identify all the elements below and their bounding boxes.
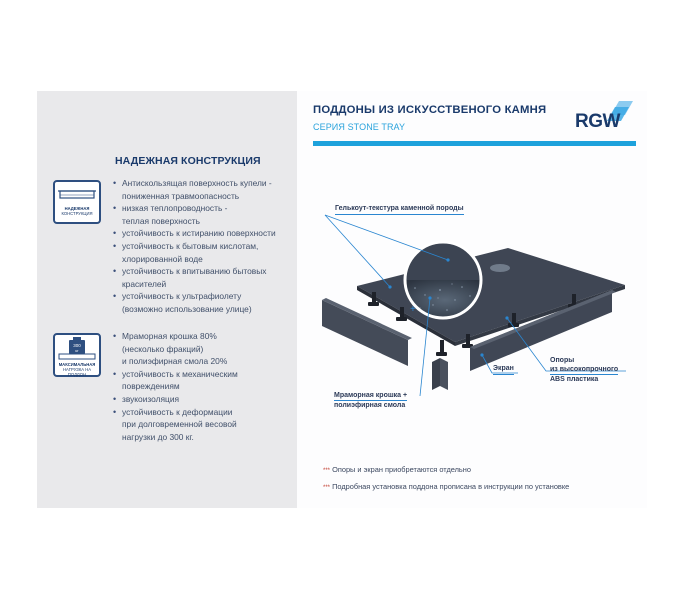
list-item: теплая поверхность: [122, 215, 200, 226]
badge-caption: НАДЕЖНАЯ КОНСТРУКЦИЯ: [55, 206, 99, 216]
list-item: и полиэфирная смола 20%: [122, 356, 228, 367]
badge-caption-line1: НАДЕЖНАЯ: [64, 206, 90, 211]
section-title: НАДЕЖНАЯ КОНСТРУКЦИЯ: [115, 155, 261, 167]
list-item: устойчивость к бытовым кислотам,: [112, 240, 276, 253]
material-features-list: Мраморная крошка 80% (несколько фракций)…: [112, 330, 238, 443]
badge-caption: МАКСИМАЛЬНАЯ НАГРУЗКА НА ПОДДОН: [55, 362, 99, 377]
callout-marble: Мраморная крошка + полиэфирная смола: [334, 391, 408, 410]
footnote-installation: *** Подробная установка поддона прописан…: [323, 482, 569, 491]
reliable-construction-badge: НАДЕЖНАЯ КОНСТРУКЦИЯ: [53, 180, 101, 224]
list-item: хлорированной воде: [122, 253, 203, 264]
page-title: ПОДДОНЫ ИЗ ИСКУССТВЕНОГО КАМНЯ: [313, 104, 547, 116]
construction-features-list: Антискользящая поверхность купели - пони…: [112, 177, 276, 316]
list-item: Антискользящая поверхность купели -: [112, 177, 276, 190]
list-item: пониженная травмоопасность: [122, 190, 240, 201]
list-item: устойчивость к истиранию поверхности: [112, 227, 276, 240]
list-item: (возможно использование улице): [122, 303, 252, 314]
list-item: устойчивость к ультрафиолету: [112, 290, 276, 303]
list-item: звукоизоляция: [112, 393, 238, 406]
logo-mark-icon: [607, 101, 633, 121]
callout-supports-line1: Опоры: [550, 357, 575, 364]
badge-caption-line2: КОНСТРУКЦИЯ: [61, 211, 93, 216]
logo-text: RGW: [575, 111, 620, 132]
svg-text:кг: кг: [75, 348, 79, 353]
footnote-stars: ***: [323, 468, 331, 474]
list-item: Мраморная крошка 80%: [112, 330, 238, 343]
list-item: устойчивость к механическим: [112, 368, 238, 381]
callout-marble-line1: Мраморная крошка +: [334, 392, 408, 401]
callout-supports: Опоры из высокопрочного ABS пластика: [550, 356, 619, 384]
max-load-badge: 300 кг МАКСИМАЛЬНАЯ НАГРУЗКА НА ПОДДОН: [53, 333, 101, 377]
list-item: нагрузки до 300 кг.: [122, 431, 194, 442]
list-item: устойчивость к деформации: [112, 406, 238, 419]
rgw-logo: RGW: [573, 99, 638, 133]
list-item: устойчивость к впитыванию бытовых: [112, 265, 276, 278]
list-item: (несколько фракций): [122, 343, 204, 354]
product-diagram-panel: [297, 91, 647, 508]
callout-marble-line2: полиэфирная смола: [334, 402, 406, 409]
svg-text:300: 300: [73, 343, 81, 348]
callout-screen: Экран: [493, 364, 514, 375]
footnote-supports: *** Опоры и экран приобретаются отдельно: [323, 465, 471, 474]
badge-caption-line1: МАКСИМАЛЬНАЯ: [58, 362, 96, 367]
footnote-text: Подробная установка поддона прописана в …: [332, 482, 570, 491]
tray-construction-icon: [58, 190, 96, 199]
callout-supports-line2: из высокопрочного: [550, 366, 619, 375]
footnote-text: Опоры и экран приобретаются отдельно: [332, 465, 471, 474]
header-accent-bar: [313, 141, 636, 146]
list-item: при долговременной весовой: [122, 419, 237, 430]
callout-supports-line3: ABS пластика: [550, 376, 599, 383]
list-item: низкая теплопроводность -: [112, 202, 276, 215]
list-item: повреждениям: [122, 381, 180, 392]
badge-caption-line2: НАГРУЗКА НА ПОДДОН: [62, 367, 92, 377]
callout-gelcoat: Гелькоут-текстура каменной породы: [335, 204, 464, 215]
list-item: красителей: [122, 278, 167, 289]
weight-load-icon: 300 кг: [58, 337, 96, 360]
footnote-stars: ***: [323, 485, 331, 491]
series-subtitle: СЕРИЯ STONE TRAY: [313, 122, 406, 132]
